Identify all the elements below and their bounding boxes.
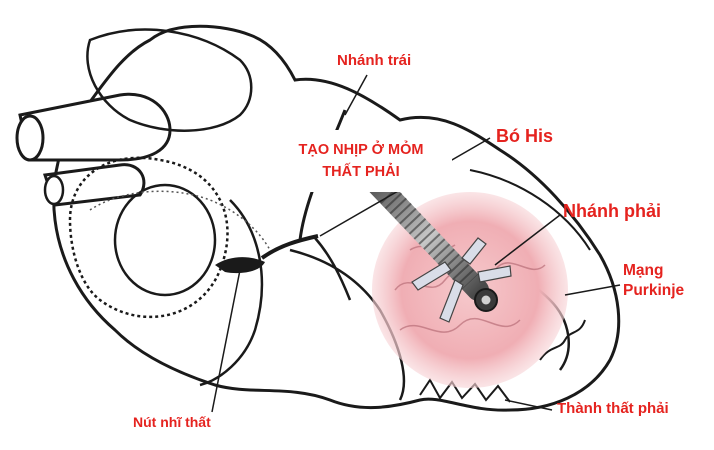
title-line-1: TẠO NHỊP Ở MỎM <box>299 139 424 161</box>
label-bo-his: Bó His <box>496 126 553 147</box>
label-nut-nhi-that: Nút nhĩ thất <box>133 414 211 430</box>
title-box: TẠO NHỊP Ở MỎM THẤT PHẢI <box>270 130 452 192</box>
label-nhanh-phai: Nhánh phải <box>563 201 661 222</box>
lead-tip-center <box>482 296 491 305</box>
label-mang: Mạng <box>623 262 663 280</box>
aorta-opening <box>17 116 43 160</box>
label-thanh-that-phai: Thành thất phải <box>557 400 669 417</box>
label-nhanh-trai: Nhánh trái <box>337 52 411 69</box>
pulmonary-opening <box>45 176 63 204</box>
title-line-2: THẤT PHẢI <box>322 161 399 183</box>
label-purkinje: Purkinje <box>623 282 684 300</box>
